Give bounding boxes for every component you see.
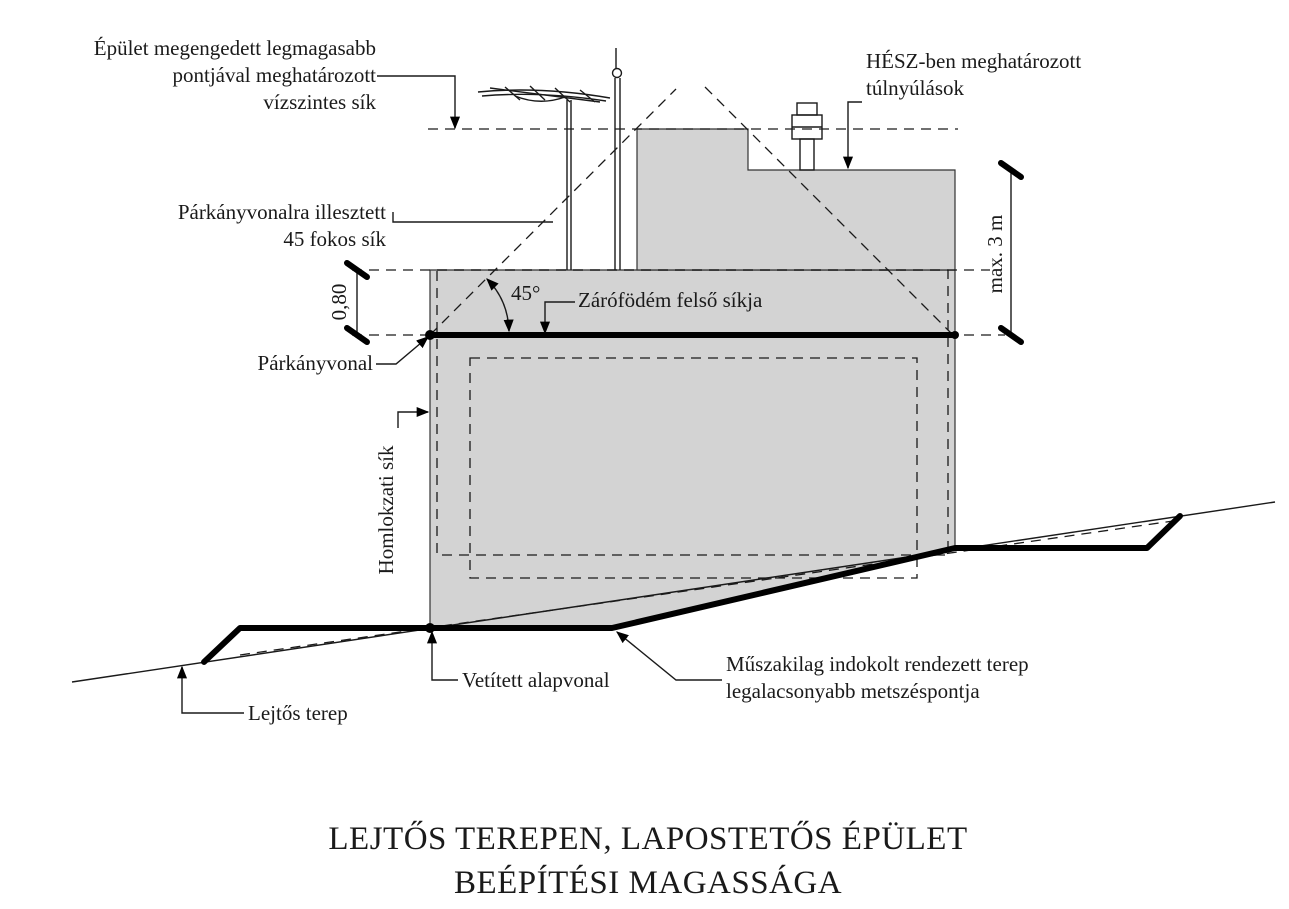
label-hesz-1: HÉSZ-ben meghatározott: [866, 49, 1081, 73]
label-top-plane-3: vízszintes sík: [263, 90, 376, 114]
label-dim-080: 0,80: [327, 284, 351, 321]
title-line-1: LEJTŐS TEREPEN, LAPOSTETŐS ÉPÜLET: [328, 819, 967, 857]
leader-slab: [539, 301, 575, 335]
dim-080-tick-top: [344, 260, 370, 280]
label-terrain-1: Műszakilag indokolt rendezett terep: [726, 652, 1029, 676]
mast-icon: [611, 48, 623, 270]
slab-end-point: [951, 331, 959, 339]
label-max3m: max. 3 m: [983, 215, 1007, 294]
chimney-icon: [791, 102, 823, 171]
projected-terrain-dashed: [239, 519, 1181, 656]
label-angle: 45°: [511, 281, 540, 305]
label-terrain-2: legalacsonyabb metszéspontja: [726, 679, 980, 703]
angle-arc: [486, 278, 514, 333]
leader-facade: [397, 406, 430, 428]
label-plane45-2: 45 fokos sík: [283, 227, 386, 251]
antenna-icon: [477, 85, 611, 270]
plane-45-left: [429, 88, 677, 336]
leader-plane45: [392, 212, 553, 223]
label-plane45-1: Párkányvonalra illesztett: [178, 200, 386, 224]
label-hesz-2: túlnyúlások: [866, 76, 964, 100]
label-top-plane-2: pontjával meghatározott: [172, 63, 376, 87]
label-top-plane-1: Épület megengedett legmagasabb: [94, 36, 376, 60]
leader-top-plane: [377, 75, 461, 130]
baseline-point: [425, 623, 435, 633]
label-facade: Homlokzati sík: [374, 445, 398, 574]
leader-baseline: [426, 630, 458, 681]
leader-terrain: [616, 631, 722, 681]
label-cornice: Párkányvonal: [258, 351, 374, 375]
label-baseline: Vetített alapvonal: [462, 668, 610, 692]
arranged-terrain-line: [201, 513, 1183, 665]
inner-dashed-room: [469, 357, 918, 579]
dim-max3m-tick-top: [998, 160, 1024, 180]
plane-45-right: [704, 86, 956, 338]
leader-cornice: [376, 336, 429, 365]
label-slab: Zárófödém felső síkja: [578, 288, 763, 312]
title-line-2: BEÉPÍTÉSI MAGASSÁGA: [454, 864, 842, 901]
leader-hesz: [842, 101, 862, 170]
rooftop-structure: [636, 128, 956, 271]
sloped-terrain-line: [71, 501, 1276, 683]
dim-080-tick-bottom: [344, 325, 370, 345]
leader-slope: [176, 665, 244, 714]
dim-max3m-tick-bottom: [998, 325, 1024, 345]
label-slope: Lejtős terep: [248, 701, 348, 725]
